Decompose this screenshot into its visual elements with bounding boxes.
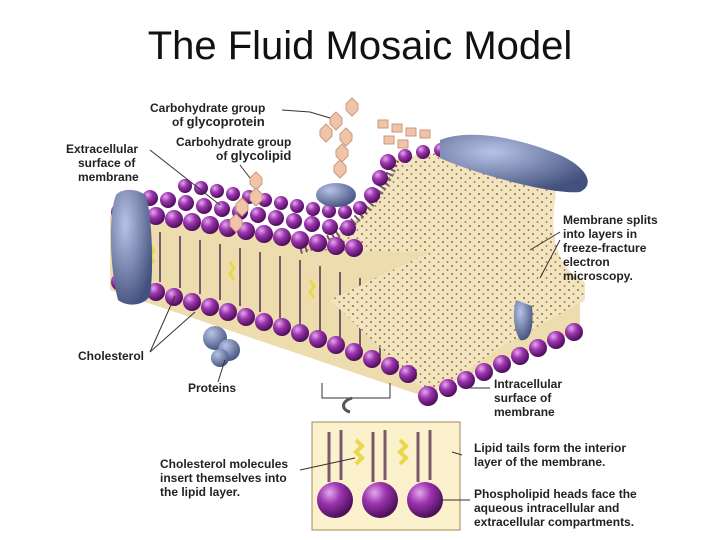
- carbohydrate-chain-upper: [377, 119, 431, 149]
- inset-cholesterol: [353, 438, 409, 466]
- membrane-bilayer: [110, 134, 588, 406]
- label-extracellular-3: membrane: [78, 170, 139, 184]
- transmembrane-protein: [110, 189, 153, 305]
- curved-arrow-icon: [342, 396, 353, 414]
- label-extracellular-2: surface of: [78, 156, 136, 170]
- phospholipid-heads-bottom: [111, 273, 583, 406]
- inset-phospholipid-heads: [317, 482, 443, 518]
- label-phospholipid-heads-1: Phospholipid heads face the: [474, 487, 637, 501]
- label-membrane-splits-2: into layers in: [563, 227, 637, 241]
- label-membrane-splits-3: freeze-fracture: [563, 241, 647, 255]
- diagram-labels: Carbohydrate group of glycoprotein Carbo…: [66, 101, 658, 529]
- label-carb-glycolipid-1: Carbohydrate group: [176, 135, 291, 149]
- label-carb-glycoprotein-2: of glycoprotein: [172, 114, 265, 129]
- label-lipid-tails-2: layer of the membrane.: [474, 455, 605, 469]
- label-lipid-tails-1: Lipid tails form the interior: [474, 441, 626, 455]
- label-membrane-splits-5: microscopy.: [563, 269, 633, 283]
- label-cholesterol-insert-3: the lipid layer.: [160, 485, 240, 499]
- leader-lines: [149, 109, 561, 501]
- inset-lipid-tails: [327, 430, 432, 482]
- membrane-protein-large: [440, 134, 588, 193]
- magnified-inset: [311, 383, 461, 531]
- label-cholesterol-insert-1: Cholesterol molecules: [160, 457, 288, 471]
- label-phospholipid-heads-2: aqueous intracellular and: [474, 501, 619, 515]
- membrane-protein-right: [513, 300, 533, 341]
- label-carb-glycolipid-2: of glycolipid: [216, 148, 291, 163]
- label-intracellular-1: Intracellular: [494, 377, 562, 391]
- label-extracellular-1: Extracellular: [66, 142, 138, 156]
- slide-title: The Fluid Mosaic Model: [147, 24, 573, 68]
- label-intracellular-3: membrane: [494, 405, 555, 419]
- glycoprotein: [316, 183, 356, 207]
- label-cholesterol-insert-2: insert themselves into: [160, 471, 287, 485]
- carbohydrate-chain-glycolipid: [229, 171, 263, 233]
- label-phospholipid-heads-3: extracellular compartments.: [474, 515, 634, 529]
- label-membrane-splits-1: Membrane splits: [563, 213, 658, 227]
- label-proteins: Proteins: [188, 381, 236, 395]
- label-intracellular-2: surface of: [494, 391, 552, 405]
- label-carb-glycoprotein-1: Carbohydrate group: [150, 101, 265, 115]
- label-cholesterol: Cholesterol: [78, 349, 144, 363]
- label-membrane-splits-4: electron: [563, 255, 610, 269]
- carbohydrate-chain-glycoprotein: [319, 97, 359, 179]
